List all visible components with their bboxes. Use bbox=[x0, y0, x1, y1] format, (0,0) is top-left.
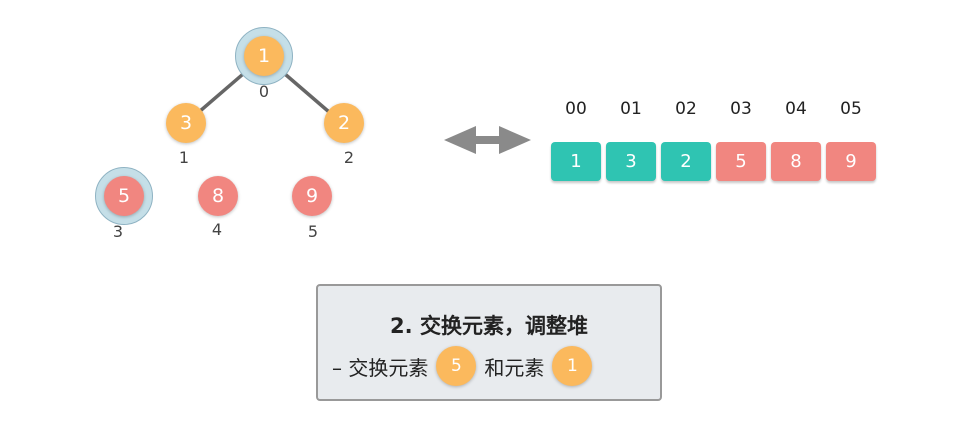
tree-index-0: 0 bbox=[258, 82, 270, 101]
array-cell-0: 1 bbox=[551, 142, 601, 181]
array-cell-value: 3 bbox=[625, 151, 637, 172]
array-cell-1: 3 bbox=[606, 142, 656, 181]
array-cell-value: 5 bbox=[735, 151, 747, 172]
caption-line: – 交换元素 5 和元素 1 bbox=[332, 346, 600, 386]
caption-middle: 和元素 bbox=[484, 355, 545, 380]
tree-node-value: 8 bbox=[211, 185, 225, 207]
tree-index-4: 4 bbox=[211, 220, 223, 239]
array-index-label: 03 bbox=[730, 99, 752, 119]
caption-node-a: 5 bbox=[436, 346, 477, 386]
double-arrow-icon bbox=[444, 126, 531, 154]
array-index-label: 01 bbox=[620, 99, 642, 119]
tree-node-value: 3 bbox=[179, 112, 193, 134]
tree-node-5: 9 bbox=[292, 176, 332, 216]
tree-node-1: 3 bbox=[166, 103, 206, 143]
tree-index-1: 1 bbox=[178, 148, 190, 167]
array-cell-2: 2 bbox=[661, 142, 711, 181]
tree-index-2: 2 bbox=[343, 148, 355, 167]
tree-node-3: 5 bbox=[104, 176, 144, 216]
tree-node-0: 1 bbox=[244, 36, 284, 76]
tree-node-value: 2 bbox=[337, 112, 351, 134]
caption-prefix: – 交换元素 bbox=[332, 355, 429, 380]
tree-node-value: 9 bbox=[305, 185, 319, 207]
tree-node-value: 1 bbox=[257, 45, 271, 67]
array-cell-value: 8 bbox=[790, 151, 802, 172]
array-cell-5: 9 bbox=[826, 142, 876, 181]
tree-node-value: 5 bbox=[117, 185, 131, 207]
tree-node-2: 2 bbox=[324, 103, 364, 143]
array-index-label: 04 bbox=[785, 99, 807, 119]
array-index-label: 02 bbox=[675, 99, 697, 119]
array-cell-value: 9 bbox=[845, 151, 857, 172]
caption-title: 2. 交换元素，调整堆 bbox=[390, 314, 588, 338]
tree-index-5: 5 bbox=[307, 222, 319, 241]
array-cell-3: 5 bbox=[716, 142, 766, 181]
tree-node-4: 8 bbox=[198, 176, 238, 216]
array-index-label: 05 bbox=[840, 99, 862, 119]
tree-index-3: 3 bbox=[112, 222, 124, 241]
array-index-label: 00 bbox=[565, 99, 587, 119]
array-cell-value: 2 bbox=[680, 151, 692, 172]
caption-node-b: 1 bbox=[552, 346, 593, 386]
array-cell-4: 8 bbox=[771, 142, 821, 181]
caption-card: 2. 交换元素，调整堆 – 交换元素 5 和元素 1 bbox=[316, 284, 662, 401]
array-cell-value: 1 bbox=[570, 151, 582, 172]
